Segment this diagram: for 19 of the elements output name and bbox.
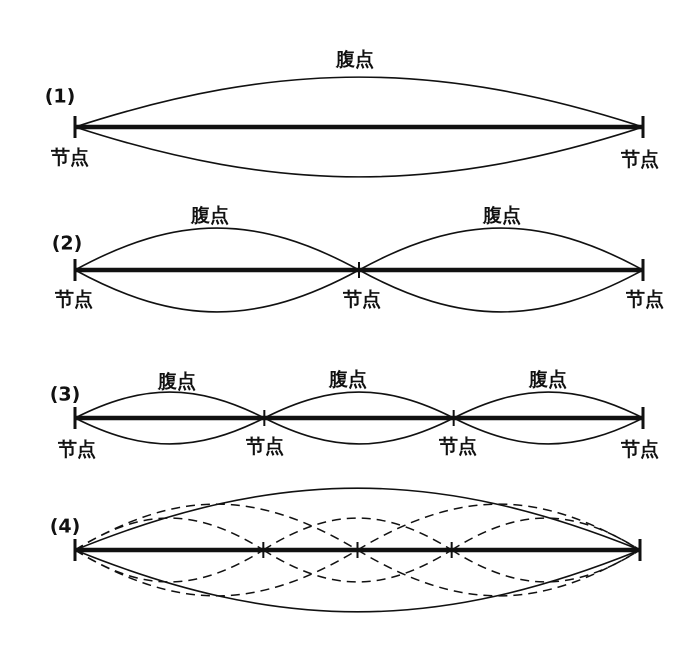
figure-number: (2) [52, 234, 82, 254]
antinode-label: 腹点 [329, 370, 367, 390]
figure-number: (3) [50, 386, 80, 404]
node-label: 节点 [51, 148, 89, 168]
node-label: 节点 [621, 440, 659, 460]
node-label: 节点 [343, 290, 381, 310]
node-label: 节点 [439, 438, 477, 456]
figure-number: (1) [44, 88, 76, 106]
antinode-label: 腹点 [336, 50, 374, 70]
node-label: 节点 [626, 290, 664, 310]
node-label: 节点 [55, 290, 93, 310]
node-label: 节点 [621, 150, 659, 170]
node-label: 节点 [246, 438, 284, 456]
antinode-label: 腹点 [529, 370, 567, 390]
antinode-label: 腹点 [191, 206, 229, 226]
antinode-label: 腹点 [483, 206, 521, 226]
figure-number: (4) [50, 518, 80, 536]
node-label: 节点 [58, 440, 96, 460]
antinode-label: 腹点 [158, 372, 196, 392]
